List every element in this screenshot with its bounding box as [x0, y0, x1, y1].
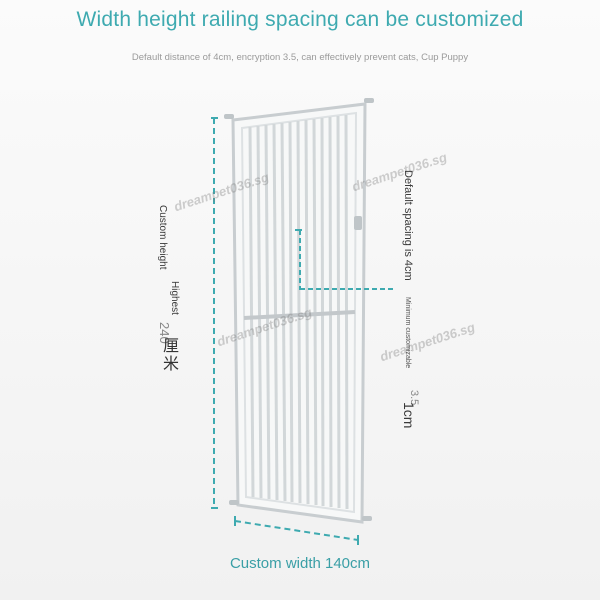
- gate-hinges: [224, 98, 374, 521]
- custom-height-label: Custom height: [157, 205, 168, 270]
- height-unit-char-1: 厘: [162, 338, 179, 355]
- spacing-dimension: [295, 229, 395, 290]
- gate-inner-frame: [240, 111, 358, 514]
- minimum-unit: 1cm: [401, 402, 417, 429]
- width-dimension: [234, 516, 359, 545]
- highest-label: Highest: [169, 281, 180, 315]
- minimum-customizable-label: Minimum customizable: [404, 297, 411, 369]
- height-unit: 厘 米: [162, 338, 180, 374]
- gate-crossbar: [243, 310, 356, 320]
- height-dimension: [211, 117, 218, 509]
- page-title: Width height railing spacing can be cust…: [76, 8, 524, 31]
- height-unit-char-2: 米: [162, 356, 179, 373]
- default-spacing-label: Default spacing is 4cm: [402, 170, 414, 281]
- custom-width-label: Custom width 140cm: [229, 555, 371, 572]
- page-subtitle: Default distance of 4cm, encryption 3.5,…: [131, 52, 469, 63]
